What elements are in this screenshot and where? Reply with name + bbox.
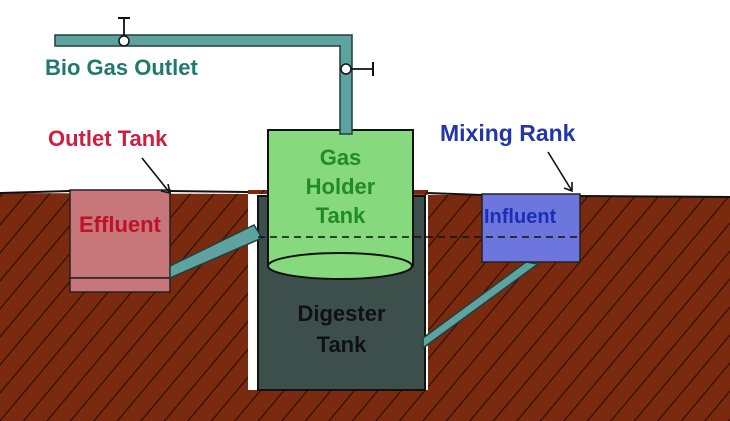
mixing-tank xyxy=(481,193,581,263)
gas-outlet-pipe xyxy=(54,34,353,135)
digester-label: Digester Tank xyxy=(258,298,425,360)
gas-holder-rim xyxy=(267,252,413,280)
influent-label: Influent xyxy=(484,206,557,228)
outlet-tank-label: Outlet Tank xyxy=(48,126,168,151)
ground-soil xyxy=(0,190,730,421)
digester-label-line: Tank xyxy=(316,332,367,357)
effluent-pipe xyxy=(169,224,264,280)
mixing-rank-label: Mixing Rank xyxy=(440,120,576,146)
digester-label-line: Digester xyxy=(297,301,386,326)
gas-holder-label-line: Holder xyxy=(305,174,376,199)
arrow-icon xyxy=(547,151,573,193)
outlet-tank-base xyxy=(69,277,171,293)
gas-holder-label-line: Tank xyxy=(315,203,366,228)
bio-gas-outlet-label: Bio Gas Outlet xyxy=(45,55,198,80)
gas-holder-label: Gas Holder Tank xyxy=(268,143,413,230)
outlet-tank xyxy=(69,189,171,279)
arrow-icon xyxy=(141,157,172,195)
ground-line xyxy=(0,190,730,198)
gas-holder-label-line: Gas xyxy=(319,145,362,170)
influent-pipe xyxy=(422,261,540,350)
valve-icon xyxy=(118,17,130,47)
effluent-label: Effluent xyxy=(79,212,161,237)
valve-icon xyxy=(340,62,374,76)
